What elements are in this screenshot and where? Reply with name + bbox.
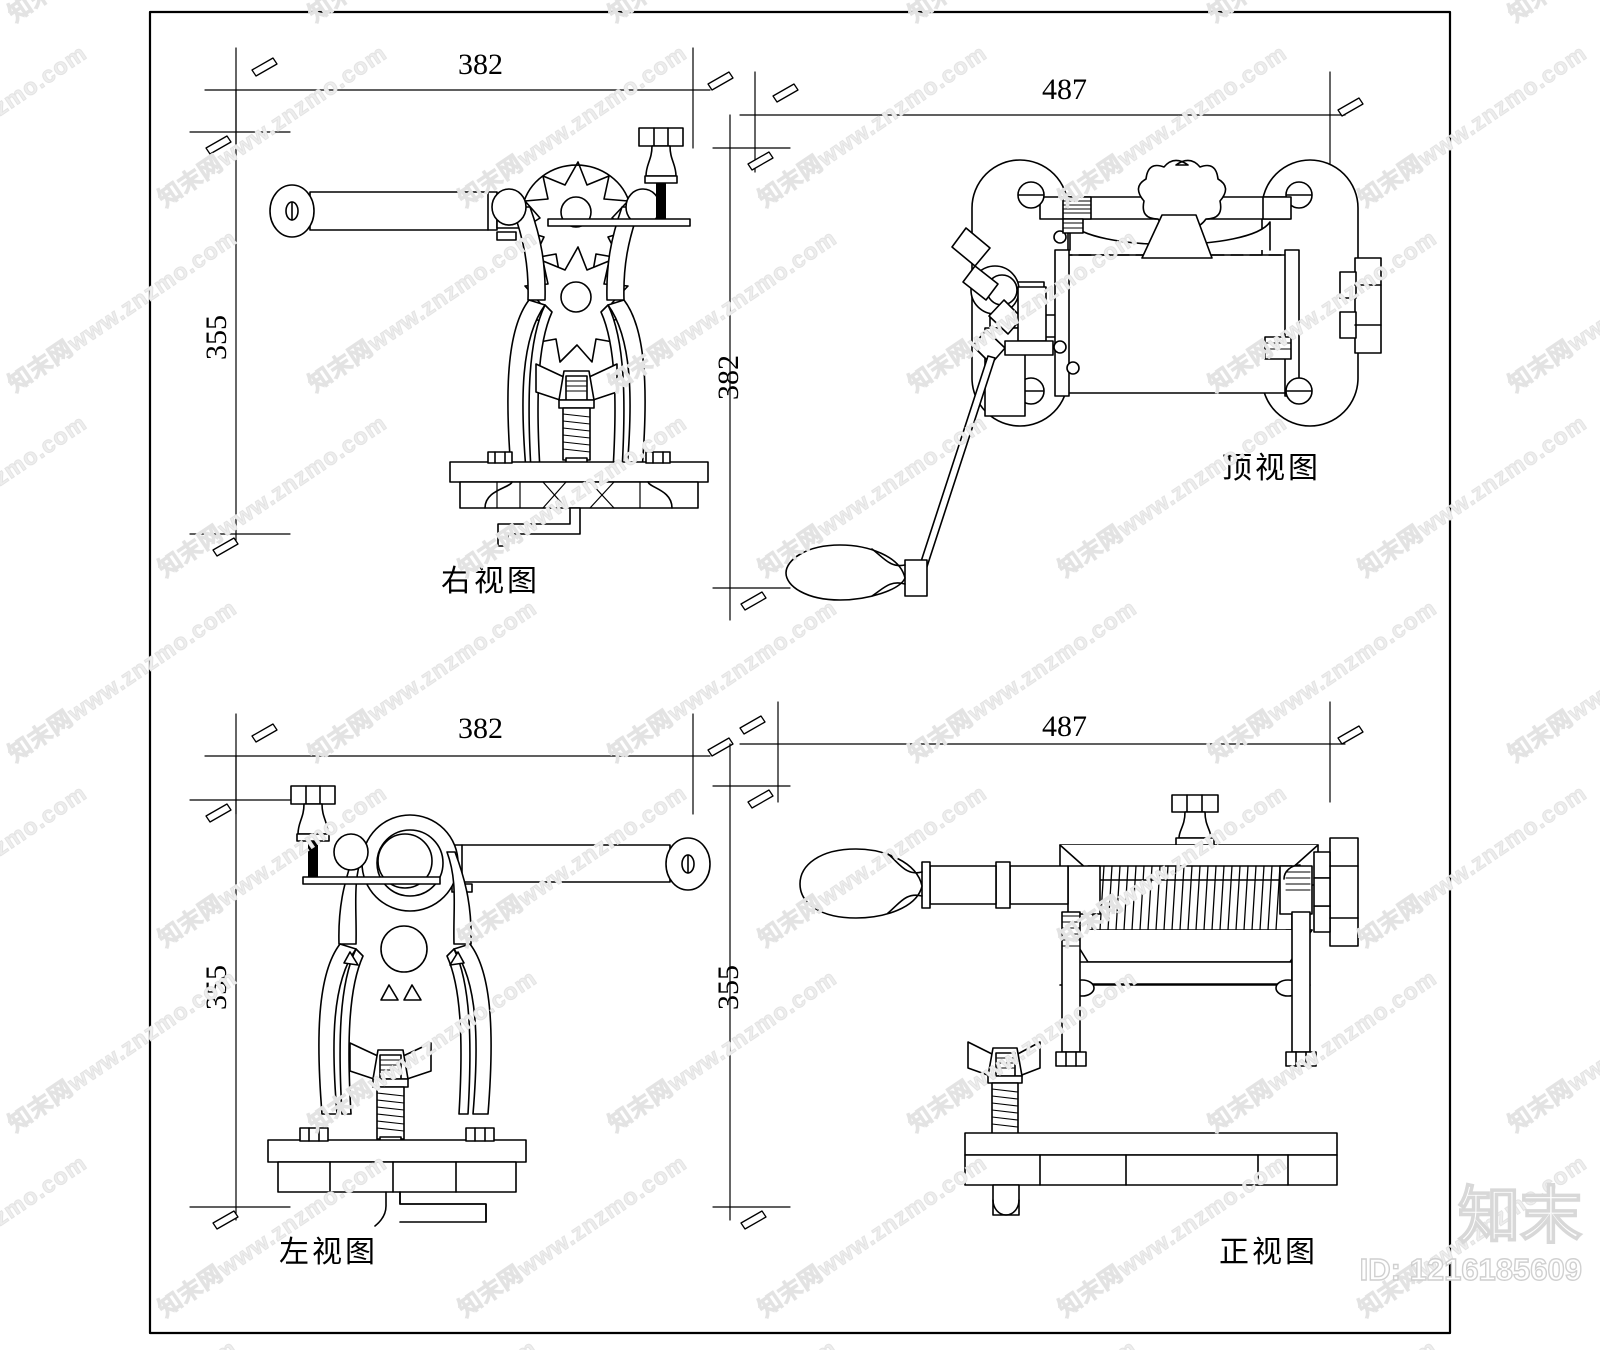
view-label-top: 顶视图 xyxy=(1222,451,1321,486)
dimension-top-left-height: 355 xyxy=(200,315,233,360)
dimension-bottom-left-width: 382 xyxy=(458,712,503,745)
brand-block: 知末 ID: 1216185609 xyxy=(1359,1182,1583,1288)
dimension-group-bottom-left xyxy=(190,714,733,1229)
dimension-top-right-width: 487 xyxy=(1042,73,1087,106)
dimension-group-top-right xyxy=(713,72,1363,620)
dimension-top-left-width: 382 xyxy=(458,48,503,81)
dimension-bottom-right-width: 487 xyxy=(1042,710,1087,743)
view-label-left: 左视图 xyxy=(279,1235,378,1270)
dimension-group-bottom-right xyxy=(713,702,1363,1229)
sheet-border xyxy=(150,12,1450,1333)
dimension-bottom-left-height: 355 xyxy=(200,965,233,1010)
view-left-geometry xyxy=(268,786,710,1226)
dimension-top-right-height: 382 xyxy=(712,355,745,400)
znzmo-logo: 知末 xyxy=(1457,1182,1583,1252)
dimension-bottom-right-height: 355 xyxy=(712,965,745,1010)
drawing-id-label: ID: 1216185609 xyxy=(1359,1252,1583,1288)
view-top-geometry xyxy=(786,160,1381,600)
dimension-group-top-left xyxy=(190,48,733,556)
view-label-front: 正视图 xyxy=(1219,1235,1318,1270)
view-front-geometry xyxy=(800,795,1358,1215)
view-right-geometry xyxy=(270,128,708,546)
view-label-right: 右视图 xyxy=(441,564,540,599)
